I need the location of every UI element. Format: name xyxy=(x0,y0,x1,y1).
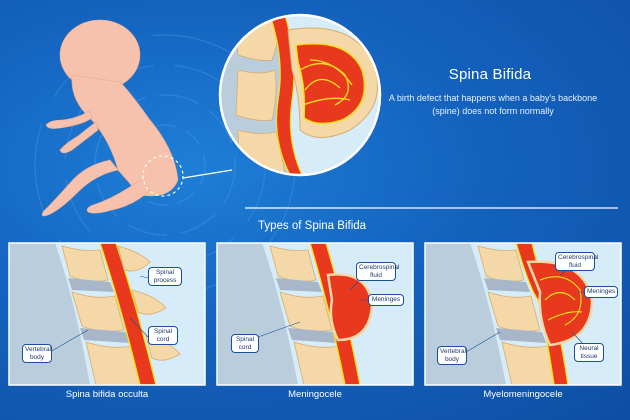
panel-myelomeningocele xyxy=(424,242,622,386)
panel-spina-bifida-occulta xyxy=(8,242,206,386)
zoom-circle-border xyxy=(218,13,382,177)
label-spinal-process: Spinal process xyxy=(148,267,182,286)
label-meninges: Meninges xyxy=(368,294,404,306)
page-title: Spina Bifida xyxy=(448,66,532,83)
panel-caption-meningocele: Meningocele xyxy=(288,389,342,400)
label-cerebrospinal-fluid: Cerebrospinal fluid xyxy=(356,262,399,281)
label-neural-tissue: Neural tissue xyxy=(574,343,604,362)
label-cerebrospinal-fluid: Cerebrospinal fluid xyxy=(555,252,598,271)
panel-caption-myelomeningocele: Myelomeningocele xyxy=(483,389,563,400)
label-vertebral-body: Vertebral body xyxy=(437,346,467,365)
defect-location-marker xyxy=(142,155,184,197)
fetus-illustration xyxy=(41,19,179,217)
label-spinal-cord: Spinal cord xyxy=(231,334,259,353)
panel-caption-occulta: Spina bifida occulta xyxy=(65,389,149,400)
page-subtitle: A birth defect that happens when a baby'… xyxy=(388,93,598,116)
label-spinal-cord: Spinal cord xyxy=(148,326,178,345)
zoom-connector-line xyxy=(182,169,233,179)
label-vertebral-body: Vertebral body xyxy=(22,344,52,363)
label-meninges: Meninges xyxy=(584,286,618,298)
zoom-detail xyxy=(220,15,380,175)
section-title: Types of Spina Bifida xyxy=(258,220,367,232)
